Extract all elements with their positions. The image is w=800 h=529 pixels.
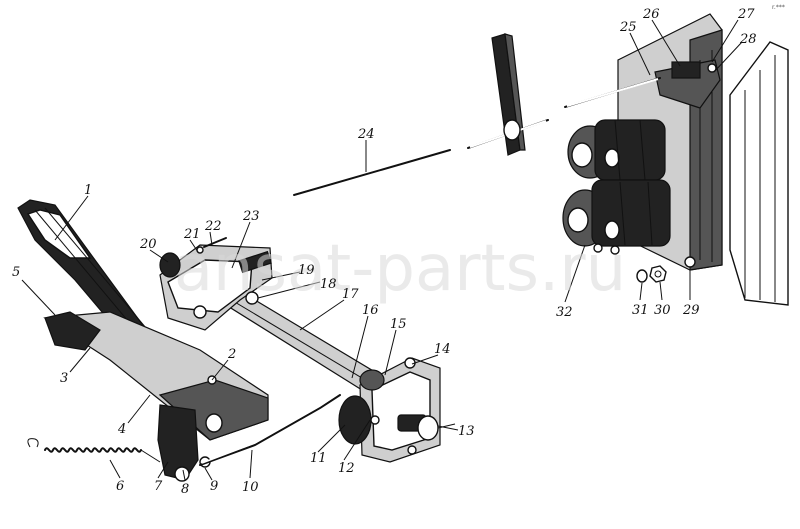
seal-plate: [467, 33, 549, 156]
label-18: 18: [320, 277, 337, 292]
upper-valve: [567, 119, 666, 181]
label-28: 28: [739, 32, 757, 47]
left-bracket: [159, 237, 273, 331]
watermark: ansat-parts.ru: [174, 232, 626, 306]
callout-labels: 1 2 3 4 5 6 7 8 9 10 11 12 13 14 15 16 1…: [12, 7, 757, 497]
label-14: 14: [434, 342, 451, 357]
label-10: 10: [242, 480, 259, 495]
label-17: 17: [342, 287, 359, 302]
label-16: 16: [362, 303, 379, 318]
nuts-30-31: [636, 265, 667, 283]
link-rod-10: [199, 393, 341, 466]
leader-lines: [21, 19, 743, 481]
return-spring-6: [27, 438, 161, 463]
label-5: 5: [12, 265, 20, 280]
label-31: 31: [632, 303, 649, 318]
label-9: 9: [210, 479, 218, 494]
label-29: 29: [682, 303, 700, 318]
label-11: 11: [310, 451, 327, 466]
label-24: 24: [357, 127, 375, 142]
label-6: 6: [116, 479, 124, 494]
label-27: 27: [737, 7, 755, 22]
label-30: 30: [654, 303, 671, 318]
label-8: 8: [181, 482, 189, 497]
label-1: 1: [84, 183, 92, 198]
rod-24: [293, 147, 451, 196]
label-13: 13: [458, 424, 475, 439]
upper-bracket: [654, 59, 721, 109]
label-25: 25: [619, 20, 637, 35]
pedal-lever-2: [43, 311, 269, 441]
label-12: 12: [338, 461, 355, 476]
rod-25: [564, 77, 661, 108]
lower-valve: [562, 179, 671, 255]
label-22: 22: [204, 219, 222, 234]
label-3: 3: [60, 371, 68, 386]
label-26: 26: [642, 7, 660, 22]
label-15: 15: [390, 317, 407, 332]
corner-mark: r.***: [772, 4, 785, 11]
label-23: 23: [242, 209, 260, 224]
adjusting-screw-13: [397, 414, 456, 441]
label-2: 2: [227, 347, 236, 362]
label-32: 32: [556, 305, 573, 320]
label-21: 21: [183, 227, 201, 242]
label-4: 4: [117, 422, 126, 437]
label-7: 7: [154, 479, 163, 494]
label-20: 20: [139, 237, 157, 252]
label-19: 19: [298, 263, 315, 278]
